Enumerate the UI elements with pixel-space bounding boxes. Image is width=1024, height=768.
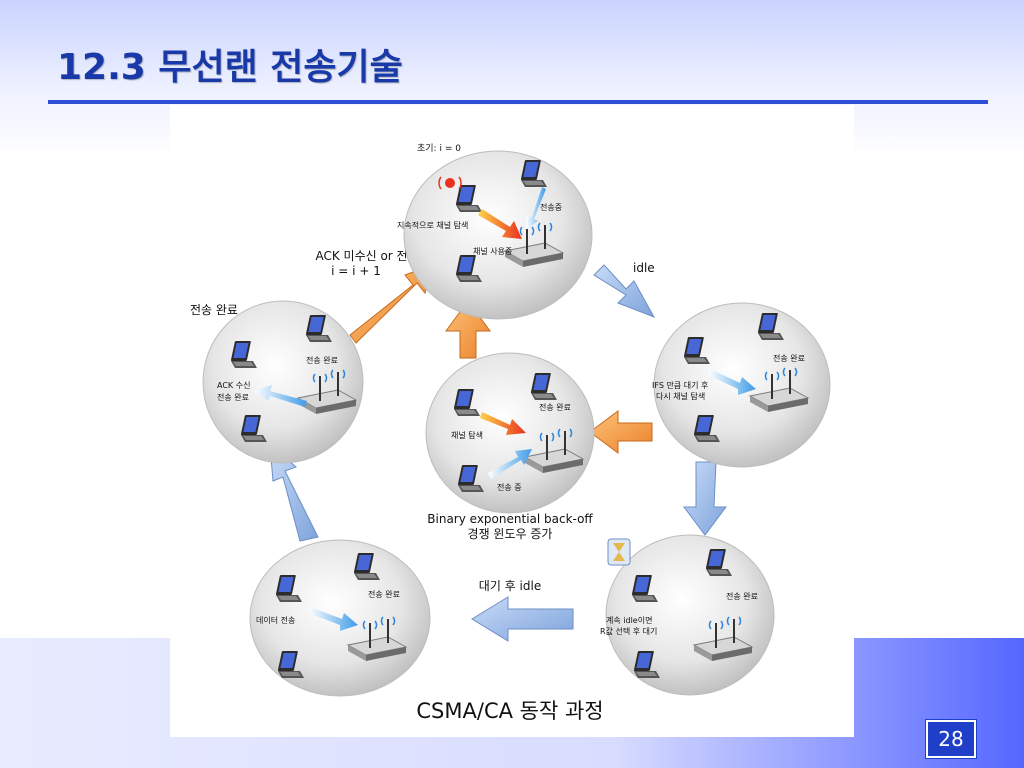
page-number-badge: 28 xyxy=(926,720,976,758)
transmit-arrow xyxy=(308,607,358,631)
channel-busy-label: 채널 사용중 xyxy=(473,246,512,256)
ack-arrow xyxy=(254,385,307,407)
initial-label: 초기: i = 0 xyxy=(417,143,461,154)
node-top: 초기: i = 0 지속적으로 채널 탐색 전송중 채널 사용중 xyxy=(397,143,593,320)
contention-window-label: 경쟁 윈도우 증가 xyxy=(468,527,553,541)
idle-edge-label: idle xyxy=(633,261,655,275)
diagram-caption: CSMA/CA 동작 과정 xyxy=(416,699,603,723)
node-right: 전송 완료 IFS 만큼 대기 후 다시 채널 탐색 xyxy=(652,302,831,468)
sense-label: 채널 탐색 xyxy=(451,430,483,440)
edge-bottom-right-to-bottom-left-arrow xyxy=(471,596,574,642)
title-underline xyxy=(48,100,988,104)
done-label: 전송 완료 xyxy=(539,402,571,412)
keep-idle-label: 계속 idle이면 xyxy=(606,615,652,625)
ifs-resense-label: 다시 채널 탐색 xyxy=(656,391,705,401)
node-bottom-right: 전송 완료 계속 idle이면 R값 선택 후 대기 xyxy=(600,534,775,696)
transmit-arrow xyxy=(526,187,546,229)
done-label: 전송 완료 xyxy=(726,591,758,601)
transmitting-label: 전송 중 xyxy=(497,482,522,492)
sense-arrow xyxy=(478,209,522,239)
diagram-panel: ACK 미수신 or 전송 실패 i = i + 1 idle 대기 후 idl… xyxy=(170,105,854,737)
backoff-label: Binary exponential back-off xyxy=(427,512,593,526)
continuous-sense-label: 지속적으로 채널 탐색 xyxy=(397,220,468,230)
retry-counter-label: i = i + 1 xyxy=(331,264,381,278)
data-tx-label: 데이터 전송 xyxy=(256,615,295,625)
hourglass-icon xyxy=(607,538,631,566)
done-label: 전송 완료 xyxy=(306,355,338,365)
ack-done-label: 전송 완료 xyxy=(217,392,249,402)
edge-right-to-center-arrow xyxy=(589,410,653,454)
left-outside-label: 전송 완료 xyxy=(190,303,238,317)
csma-ca-diagram: ACK 미수신 or 전송 실패 i = i + 1 idle 대기 후 idl… xyxy=(190,143,831,723)
node-left: 전송 완료 ACK 수신 전송 완료 xyxy=(202,300,364,464)
transmit-arrow xyxy=(708,369,756,395)
done-label: 전송 완료 xyxy=(773,353,805,363)
ifs-wait-label: IFS 만큼 대기 후 xyxy=(652,381,708,390)
random-wait-label: R값 선택 후 대기 xyxy=(600,626,657,636)
edge-right-to-bottom-right-arrow xyxy=(683,461,727,536)
edge-top-to-right-arrow xyxy=(593,264,656,318)
ack-received-label: ACK 수신 xyxy=(217,381,250,390)
transmit-arrow xyxy=(488,449,532,479)
sense-arrow xyxy=(480,412,526,435)
transmitting-label: 전송중 xyxy=(540,202,562,212)
done-label: 전송 완료 xyxy=(368,589,400,599)
node-bottom-left: 전송 완료 데이터 전송 xyxy=(249,539,431,697)
node-center: 전송 완료 채널 탐색 전송 중 xyxy=(425,352,595,514)
collision-signal-icon xyxy=(438,176,462,190)
wait-idle-edge-label: 대기 후 idle xyxy=(479,579,541,593)
slide-title: 12.3 무선랜 전송기술 xyxy=(57,47,403,88)
